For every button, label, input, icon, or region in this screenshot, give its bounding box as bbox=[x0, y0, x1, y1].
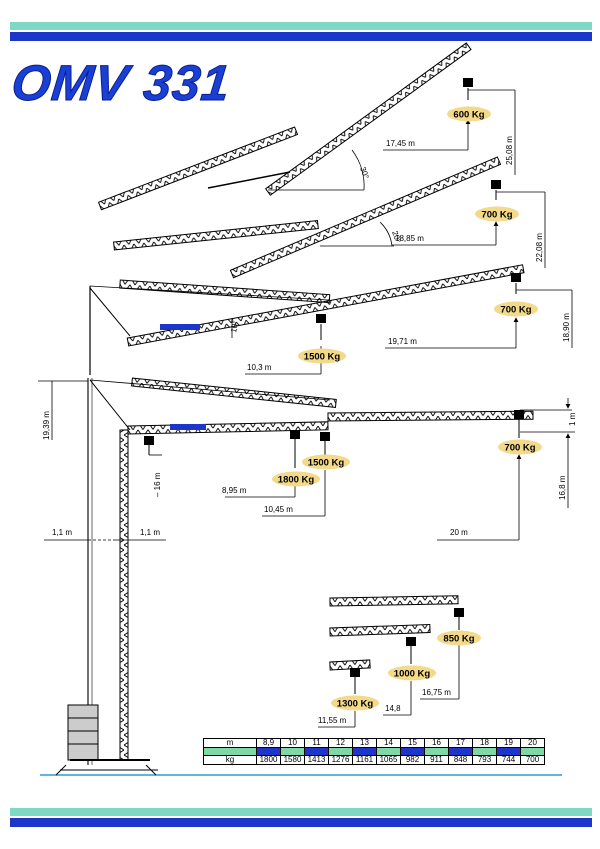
load-table: m 8,9 10 11 12 13 14 15 16 17 18 19 20 k… bbox=[203, 738, 545, 765]
mast-height-label: 19,39 m bbox=[42, 411, 51, 440]
reach-label-10-3: 10,3 m bbox=[247, 363, 272, 372]
bottom-band-blue bbox=[10, 818, 592, 827]
svg-text:700 Kg: 700 Kg bbox=[504, 443, 535, 454]
svg-text:850 Kg: 850 Kg bbox=[443, 634, 474, 645]
load-label-700-a: 700 Kg bbox=[475, 206, 519, 222]
bottom-band-teal bbox=[10, 808, 592, 816]
load-label-1500-b: 1500 Kg bbox=[302, 454, 350, 470]
load-label-1000: 1000 Kg bbox=[388, 665, 436, 681]
svg-text:1300 Kg: 1300 Kg bbox=[337, 699, 374, 710]
load-label-700-b: 700 Kg bbox=[494, 301, 538, 317]
reach-label-19-71: 19,71 m bbox=[388, 337, 417, 346]
cell-kg: 793 bbox=[472, 755, 497, 765]
cell-m: 18 bbox=[472, 738, 497, 748]
jib-config-20 bbox=[113, 156, 546, 279]
height-label-16-8: 16,8 m bbox=[558, 475, 567, 500]
cell-m: 19 bbox=[496, 738, 521, 748]
offset-label-1m: 1 m bbox=[568, 412, 577, 426]
cell-m: 11 bbox=[304, 738, 329, 748]
cell-kg: 1413 bbox=[304, 755, 329, 765]
cell-kg: 1161 bbox=[352, 755, 377, 765]
load-label-700-c: 700 Kg bbox=[498, 439, 542, 455]
cell-kg: 911 bbox=[424, 755, 449, 765]
height-label-25-08: 25,08 m bbox=[505, 136, 514, 165]
svg-text:700 Kg: 700 Kg bbox=[500, 305, 531, 316]
cell-m: 20 bbox=[520, 738, 545, 748]
svg-text:1000 Kg: 1000 Kg bbox=[394, 669, 431, 680]
angle-label-30: 30° bbox=[358, 166, 371, 180]
angle-label-10: 10° bbox=[229, 320, 240, 333]
cell-m: 17 bbox=[448, 738, 473, 748]
jib-config-horizontal bbox=[89, 377, 575, 541]
reach-label-14-8: 14,8 bbox=[385, 704, 401, 713]
cell-kg: 1800 bbox=[256, 755, 281, 765]
cell-m: 10 bbox=[280, 738, 305, 748]
row-label-kg: kg bbox=[203, 755, 257, 765]
short-jib-inset bbox=[318, 595, 464, 728]
reach-label-11-55: 11,55 m bbox=[318, 716, 347, 725]
svg-text:1500 Kg: 1500 Kg bbox=[304, 352, 341, 363]
load-label-600: 600 Kg bbox=[447, 106, 491, 122]
top-band-blue bbox=[10, 32, 592, 41]
load-label-850: 850 Kg bbox=[437, 630, 481, 646]
cell-m: 15 bbox=[400, 738, 425, 748]
cell-m: 13 bbox=[352, 738, 377, 748]
base-right-label: 1,1 m bbox=[140, 528, 160, 537]
cell-m: 12 bbox=[328, 738, 353, 748]
cell-m: 14 bbox=[376, 738, 401, 748]
load-label-1800: 1800 Kg bbox=[272, 471, 320, 487]
cell-kg: 1276 bbox=[328, 755, 353, 765]
svg-text:1800 Kg: 1800 Kg bbox=[278, 475, 315, 486]
cell-kg: 700 bbox=[520, 755, 545, 765]
table-row-kg: kg 1800 1580 1413 1276 1161 1065 982 911… bbox=[203, 755, 545, 765]
table-underline bbox=[40, 774, 562, 776]
svg-text:600 Kg: 600 Kg bbox=[453, 110, 484, 121]
mast bbox=[38, 378, 166, 776]
jib-config-30 bbox=[97, 42, 516, 211]
cell-m: 8,9 bbox=[256, 738, 281, 748]
reach-label-8-95: 8,95 m bbox=[222, 486, 247, 495]
base-left-label: 1,1 m bbox=[52, 528, 72, 537]
table-row-meters: m 8,9 10 11 12 13 14 15 16 17 18 19 20 bbox=[203, 738, 545, 748]
row-label-m: m bbox=[203, 738, 257, 748]
cell-kg: 1065 bbox=[376, 755, 401, 765]
cell-kg: 744 bbox=[496, 755, 521, 765]
cell-kg: 982 bbox=[400, 755, 425, 765]
height-label-22-08: 22,08 m bbox=[535, 233, 544, 262]
reach-label-18-85: 18,85 m bbox=[395, 234, 424, 243]
reach-label-16-75: 16,75 m bbox=[422, 688, 451, 697]
height-label-18-90: 18,90 m bbox=[562, 313, 571, 342]
cell-kg: 848 bbox=[448, 755, 473, 765]
under-hook-label: – 16 m bbox=[153, 472, 162, 497]
jib-config-10 bbox=[89, 264, 573, 375]
load-label-1300: 1300 Kg bbox=[331, 695, 379, 711]
cell-m: 16 bbox=[424, 738, 449, 748]
table-row-color-stripe bbox=[203, 747, 545, 756]
reach-label-20: 20 m bbox=[450, 528, 468, 537]
svg-text:1500 Kg: 1500 Kg bbox=[308, 458, 345, 469]
reach-label-10-45: 10,45 m bbox=[264, 505, 293, 514]
top-band-teal bbox=[10, 22, 592, 30]
cell-kg: 1580 bbox=[280, 755, 305, 765]
svg-text:700 Kg: 700 Kg bbox=[481, 210, 512, 221]
load-label-1500-a: 1500 Kg bbox=[298, 348, 346, 364]
angle-label-20: 20° bbox=[390, 230, 403, 244]
reach-label-17-45: 17,45 m bbox=[386, 139, 415, 148]
